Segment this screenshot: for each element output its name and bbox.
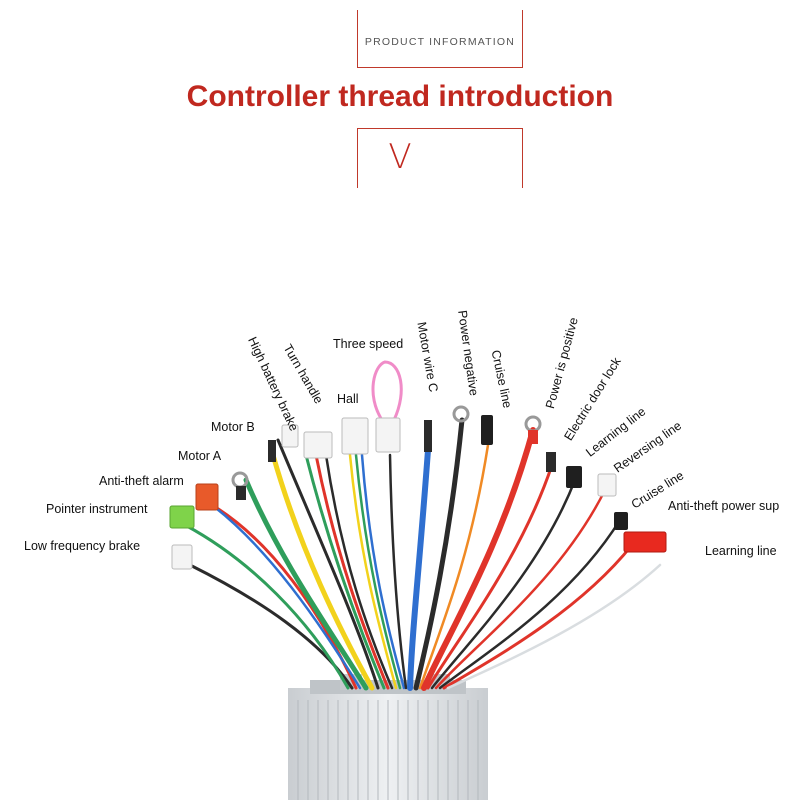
wire-high-battery-brake <box>276 438 380 690</box>
wire-hall-green <box>354 453 402 690</box>
wire-learning-line-right <box>446 563 662 690</box>
page-title: Controller thread introduction <box>186 80 614 113</box>
connector-low-frequency-brake <box>171 544 193 570</box>
connector-power-positive <box>524 415 542 444</box>
wire-anti-theft-alarm-2 <box>210 503 362 690</box>
wire-cruise-line-right <box>438 518 622 690</box>
header-top-frame <box>357 10 523 68</box>
label-motor-b: Motor B <box>211 420 255 434</box>
wire-turn-handle-red <box>314 453 390 690</box>
wire-motor-b <box>270 452 375 691</box>
wire-turn-handle-green <box>304 453 386 690</box>
label-motor-a: Motor A <box>178 449 222 463</box>
wire-hall-blue <box>360 453 406 690</box>
label-hall: Hall <box>337 392 359 406</box>
wire-anti-theft-power <box>442 543 634 690</box>
connector-turn-handle <box>303 431 333 459</box>
connector-motor-b <box>268 440 276 462</box>
wire-electric-door-lock <box>426 463 554 690</box>
wire-motor-a <box>243 477 369 691</box>
wire-learning-line-top <box>430 478 577 690</box>
label-pointer-instrument: Pointer instrument <box>46 502 148 516</box>
chevron-down-icon: V <box>388 137 412 177</box>
connector-motor-wire-c <box>424 420 432 452</box>
header-bottom-frame <box>357 128 523 188</box>
wire-three-speed <box>388 453 408 690</box>
connector-motor-a <box>231 471 249 500</box>
connector-anti-theft-alarm <box>195 483 219 511</box>
connector-electric-door-lock <box>546 452 556 472</box>
product-information-badge: PRODUCT INFORMATION <box>364 36 516 48</box>
wire-motor-wire-c <box>407 447 431 691</box>
wire-power-negative <box>413 417 465 691</box>
connector-pointer-instrument <box>169 505 195 529</box>
wire-power-positive <box>421 427 536 691</box>
connector-high-battery-brake <box>281 424 299 448</box>
wire-reversing-line <box>434 488 607 690</box>
connector-cruise-line-right <box>614 512 628 530</box>
wire-cruise-line-top <box>418 443 490 690</box>
connector-reversing-line <box>597 473 617 497</box>
connector-power-negative <box>452 405 470 423</box>
label-anti-theft-power-sup: Anti-theft power sup <box>668 499 780 513</box>
label-low-frequency-brake: Low frequency brake <box>24 539 141 553</box>
wire-turn-handle-black <box>324 453 394 690</box>
connector-anti-theft-power <box>623 531 667 553</box>
wire-pointer-instrument <box>183 523 350 690</box>
label-three-speed: Three speed <box>333 337 404 351</box>
label-anti-theft-alarm: Anti-theft alarm <box>99 474 184 488</box>
connector-hall <box>341 417 369 455</box>
label-learning-line-right: Learning line <box>705 544 777 558</box>
connector-three-speed <box>371 360 403 453</box>
connector-cruise-line-top <box>481 415 493 445</box>
wire-hall-yellow <box>348 453 398 690</box>
wire-bundle <box>183 417 662 691</box>
controller-box <box>288 674 488 800</box>
connector-learning-line-top <box>566 466 582 488</box>
